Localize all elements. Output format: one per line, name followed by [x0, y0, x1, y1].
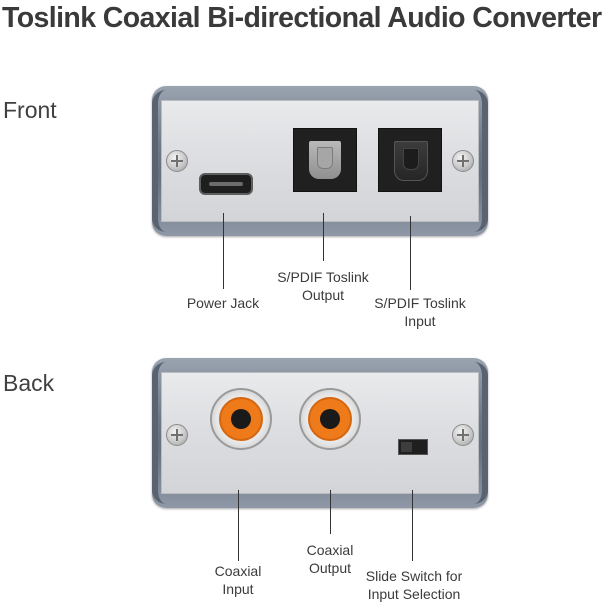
power-jack-leader: [223, 213, 224, 289]
front-device: [152, 86, 488, 236]
screw-right-icon: [452, 424, 474, 446]
front-label: Front: [3, 97, 57, 123]
coaxial-input-jack: [210, 388, 272, 450]
back-panel: [161, 372, 479, 494]
power-jack-port: [199, 173, 253, 195]
spdif-toslink-input-port: [378, 128, 442, 192]
front-panel: [161, 100, 479, 222]
coaxial-output-jack: [299, 388, 361, 450]
callout-spdif-output: S/PDIF Toslink Output: [277, 269, 369, 303]
page-title: Toslink Coaxial Bi-directional Audio Con…: [2, 2, 602, 34]
callout-power-jack: Power Jack: [186, 295, 260, 311]
screw-left-icon: [166, 424, 188, 446]
callout-coaxial-input: Coaxial Input: [214, 563, 262, 597]
screw-right-icon: [452, 150, 474, 172]
callout-spdif-input: S/PDIF Toslink Input: [374, 295, 466, 329]
back-label: Back: [3, 370, 55, 396]
back-device: [152, 358, 488, 508]
callout-slide-switch: Slide Switch for Input Selection: [365, 568, 463, 602]
spdif-output-leader: [323, 213, 324, 261]
coaxial-input-leader: [238, 490, 239, 561]
callout-coaxial-output: Coaxial Output: [306, 542, 354, 576]
slide-switch-leader: [412, 490, 413, 561]
spdif-toslink-output-port: [293, 128, 357, 192]
coaxial-output-leader: [330, 490, 331, 534]
screw-left-icon: [166, 150, 188, 172]
input-selection-slide-switch: [398, 439, 428, 455]
spdif-input-leader: [410, 216, 411, 290]
